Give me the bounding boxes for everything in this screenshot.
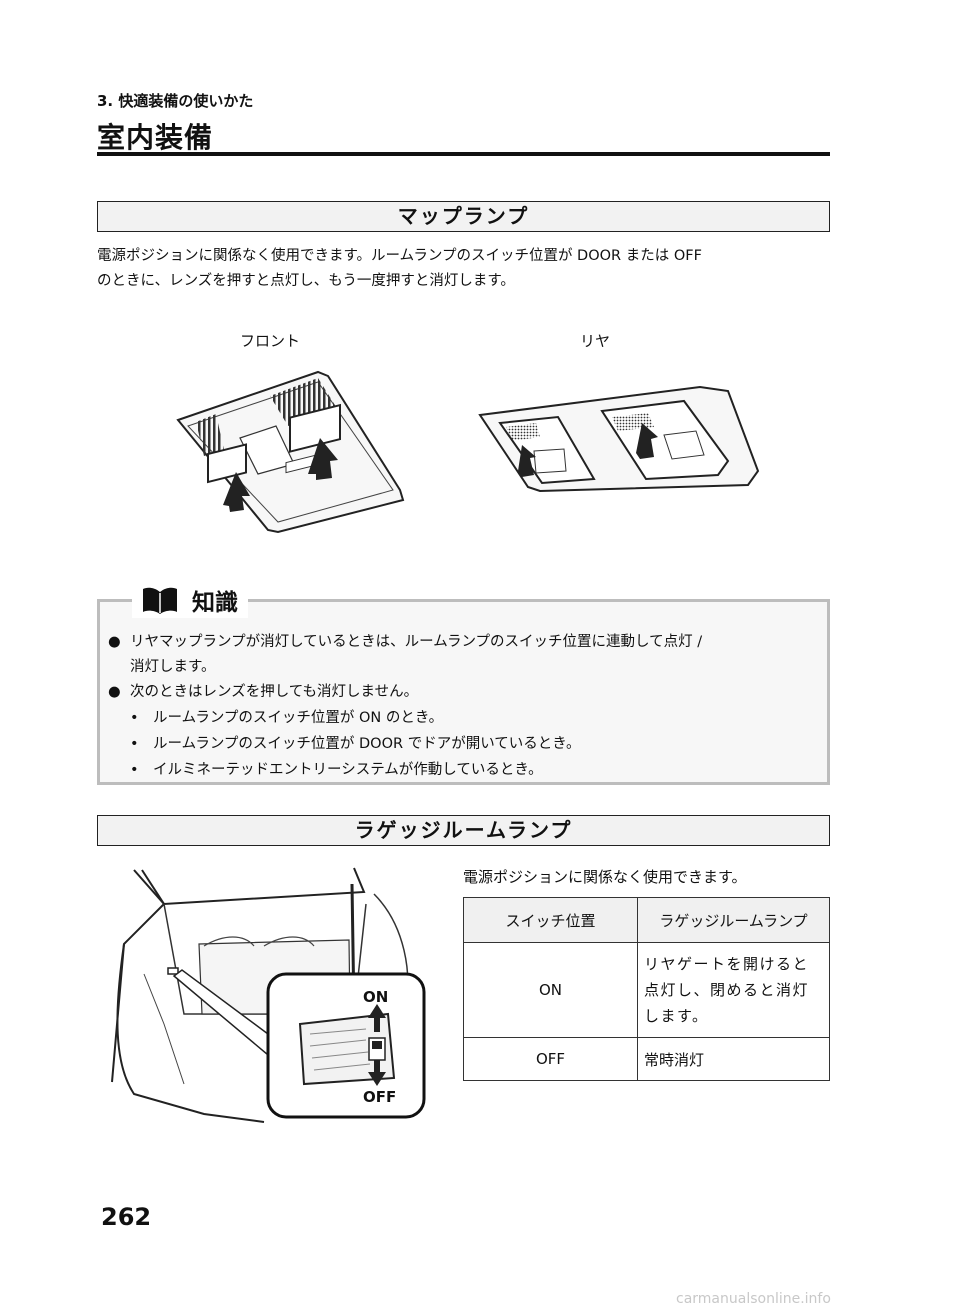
- knowledge-sub-1: ルームランプのスイッチ位置が ON のとき。: [153, 710, 444, 726]
- luggage-lamp-table: スイッチ位置 ラゲッジルームランプ ON リヤゲートを開けると 点灯し、閉めると…: [463, 897, 830, 1081]
- map-lamp-description-line2: のときに、レンズを押すと点灯し、もう一度押すと消灯します。: [97, 273, 515, 289]
- map-lamp-description-line1: 電源ポジションに関係なく使用できます。ルームランプのスイッチ位置が DOOR ま…: [97, 248, 702, 264]
- label-rear: リヤ: [580, 332, 611, 350]
- rear-map-lamp-illustration: [478, 385, 760, 493]
- switch-label-on: ON: [363, 988, 389, 1006]
- table-row: OFF 常時消灯: [463, 1037, 830, 1081]
- table-header-row: スイッチ位置 ラゲッジルームランプ: [463, 897, 830, 943]
- section-heading-luggage-lamp: ラゲッジルームランプ: [97, 815, 830, 846]
- title-rule: [97, 152, 830, 156]
- luggage-room-illustration: [111, 867, 426, 1123]
- switch-label-off: OFF: [363, 1088, 397, 1106]
- table-cell-state-line3: します。: [644, 1007, 709, 1025]
- knowledge-bullet-2: 次のときはレンズを押しても消灯しません。: [130, 684, 419, 700]
- knowledge-box: [97, 599, 830, 785]
- knowledge-title-text: 知識: [192, 590, 238, 616]
- table-header-switch-position: スイッチ位置: [463, 897, 638, 943]
- table-cell-position: OFF: [463, 1037, 638, 1081]
- bullet-dot-2: ●: [108, 684, 121, 700]
- map-lamp-description: 電源ポジションに関係なく使用できます。ルームランプのスイッチ位置が DOOR ま…: [97, 244, 832, 294]
- table-header-luggage-lamp: ラゲッジルームランプ: [637, 897, 830, 943]
- table-cell-state-line1: リヤゲートを開けると: [644, 955, 810, 973]
- page-number: 262: [101, 1203, 152, 1231]
- knowledge-sub-2: ルームランプのスイッチ位置が DOOR でドアが開いているとき。: [153, 736, 581, 752]
- table-row: ON リヤゲートを開けると 点灯し、閉めると消灯 します。: [463, 942, 830, 1038]
- book-icon: [143, 587, 177, 614]
- luggage-description: 電源ポジションに関係なく使用できます。: [463, 868, 747, 886]
- footer-watermark: carmanualsonline.info: [676, 1291, 831, 1307]
- table-cell-state: リヤゲートを開けると 点灯し、閉めると消灯 します。: [637, 942, 830, 1038]
- section-heading-map-lamp: マップランプ: [97, 201, 830, 232]
- sub-bullet-dot-1: •: [130, 710, 139, 726]
- front-map-lamp-illustration: [176, 370, 405, 534]
- table-cell-state-line2: 点灯し、閉めると消灯: [644, 981, 810, 999]
- page-title: 室内装備: [97, 121, 214, 154]
- table-cell-state: 常時消灯: [637, 1037, 830, 1081]
- knowledge-sub-3: イルミネーテッドエントリーシステムが作動しているとき。: [153, 762, 543, 778]
- bullet-dot-1: ●: [108, 634, 121, 650]
- knowledge-bullet-1-line1: リヤマップランプが消灯しているときは、ルームランプのスイッチ位置に連動して点灯 …: [130, 634, 703, 650]
- chapter-heading: 3. 快適装備の使いかた: [97, 92, 254, 110]
- knowledge-title: 知識: [132, 582, 248, 618]
- knowledge-bullet-1: リヤマップランプが消灯しているときは、ルームランプのスイッチ位置に連動して点灯 …: [130, 630, 820, 680]
- sub-bullet-dot-3: •: [130, 762, 139, 778]
- sub-bullet-dot-2: •: [130, 736, 139, 752]
- knowledge-bullet-1-line2: 消灯します。: [130, 659, 216, 675]
- table-cell-position: ON: [463, 942, 638, 1038]
- label-front: フロント: [240, 332, 301, 350]
